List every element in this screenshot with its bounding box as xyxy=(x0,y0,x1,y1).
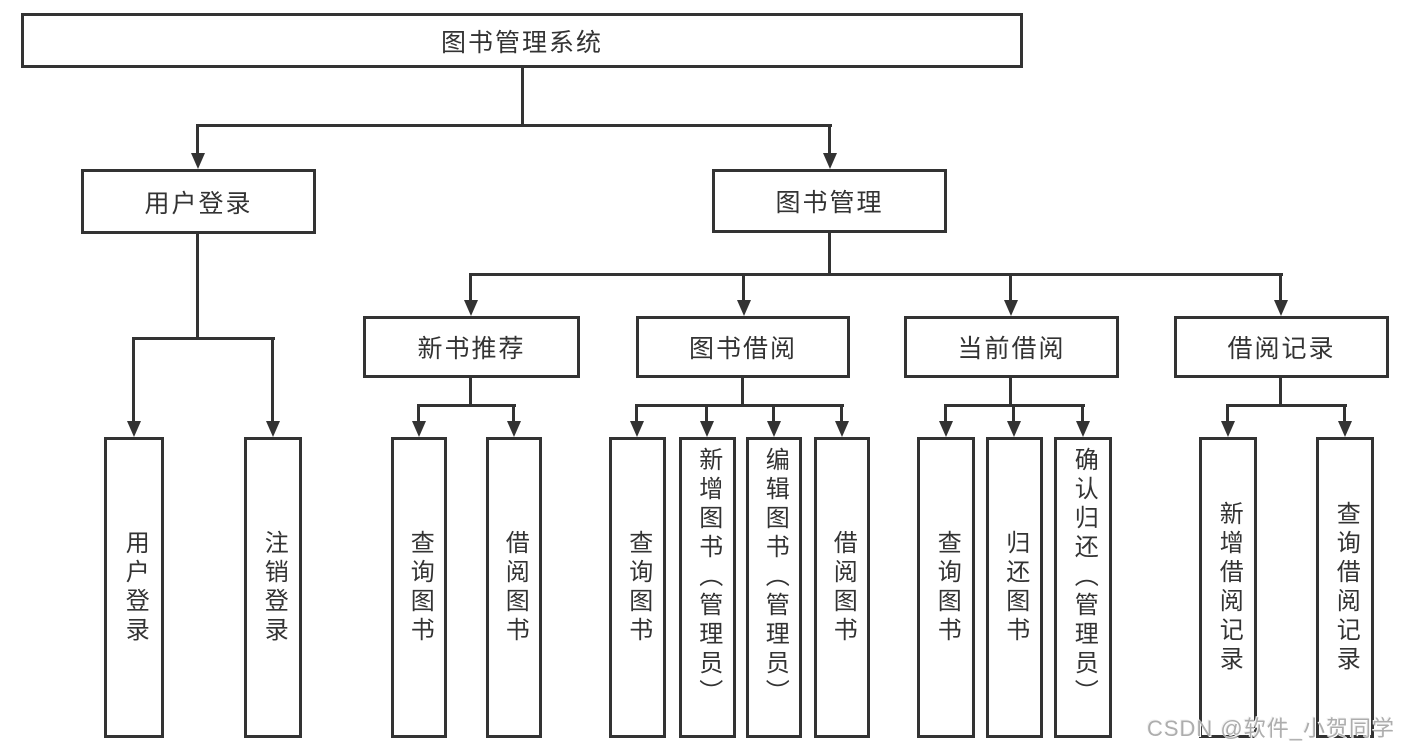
arrowhead-icon xyxy=(1004,300,1018,316)
leaf-query-borrow-record-label: 查询借阅记录 xyxy=(1332,500,1360,675)
node-new-book-recommend: 新书推荐 xyxy=(363,316,580,378)
connector-line xyxy=(196,124,832,127)
node-root: 图书管理系统 xyxy=(21,13,1023,68)
connector-line xyxy=(1343,404,1346,423)
leaf-borrow-books-1-label: 借阅图书 xyxy=(501,529,529,646)
connector-line xyxy=(271,337,274,423)
leaf-query-books-2: 查询图书 xyxy=(609,437,666,738)
arrowhead-icon xyxy=(1221,421,1235,437)
leaf-borrow-books-1: 借阅图书 xyxy=(486,437,542,738)
arrowhead-icon xyxy=(1007,421,1021,437)
leaf-add-books-admin: 新增图书（管理员） xyxy=(679,437,736,738)
arrowhead-icon xyxy=(939,421,953,437)
connector-line xyxy=(1081,404,1084,423)
arrowhead-icon xyxy=(507,421,521,437)
connector-line xyxy=(828,233,831,276)
arrowhead-icon xyxy=(1274,300,1288,316)
leaf-add-books-admin-label: 新增图书（管理员） xyxy=(694,447,722,708)
leaf-borrow-books-2: 借阅图书 xyxy=(814,437,870,738)
connector-line xyxy=(469,378,472,407)
leaf-confirm-return-admin-label: 确认归还（管理员） xyxy=(1070,447,1098,708)
connector-line xyxy=(132,337,135,423)
connector-line xyxy=(469,273,472,304)
node-book-management: 图书管理 xyxy=(712,169,947,233)
connector-line xyxy=(196,124,199,155)
connector-line xyxy=(742,273,745,304)
connector-line xyxy=(1279,378,1282,407)
connector-line xyxy=(944,404,947,423)
node-borrow-records-label: 借阅记录 xyxy=(1227,335,1336,363)
connector-line xyxy=(635,404,638,423)
node-root-label: 图书管理系统 xyxy=(440,28,603,57)
connector-line xyxy=(635,404,844,407)
connector-line xyxy=(840,404,843,423)
leaf-return-books-label: 归还图书 xyxy=(1001,529,1029,646)
arrowhead-icon xyxy=(191,153,205,169)
connector-line xyxy=(1226,404,1347,407)
node-borrow-records: 借阅记录 xyxy=(1174,316,1389,378)
arrowhead-icon xyxy=(266,421,280,437)
connector-line xyxy=(828,124,831,155)
csdn-watermark: CSDN @软件_小贺同学 xyxy=(1146,716,1395,741)
leaf-query-borrow-record: 查询借阅记录 xyxy=(1316,437,1374,738)
connector-line xyxy=(1279,273,1282,304)
node-new-book-recommend-label: 新书推荐 xyxy=(417,335,526,363)
connector-line xyxy=(1226,404,1229,423)
arrowhead-icon xyxy=(767,421,781,437)
leaf-borrow-books-2-label: 借阅图书 xyxy=(829,529,857,646)
connector-line xyxy=(772,404,775,423)
connector-line xyxy=(1009,273,1012,304)
arrowhead-icon xyxy=(700,421,714,437)
leaf-edit-books-admin-label: 编辑图书（管理员） xyxy=(761,447,789,708)
connector-line xyxy=(469,273,1283,276)
leaf-query-books-3-label: 查询图书 xyxy=(933,529,961,646)
arrowhead-icon xyxy=(835,421,849,437)
arrowhead-icon xyxy=(630,421,644,437)
leaf-confirm-return-admin: 确认归还（管理员） xyxy=(1054,437,1112,738)
arrowhead-icon xyxy=(412,421,426,437)
arrowhead-icon xyxy=(1338,421,1352,437)
leaf-add-borrow-record-label: 新增借阅记录 xyxy=(1215,500,1243,675)
connector-line xyxy=(132,337,275,340)
connector-line xyxy=(705,404,708,423)
connector-line xyxy=(512,404,515,423)
connector-line xyxy=(417,404,516,407)
arrowhead-icon xyxy=(464,300,478,316)
connector-line xyxy=(196,234,199,340)
leaf-query-books-1-label: 查询图书 xyxy=(406,529,434,646)
node-current-borrow: 当前借阅 xyxy=(904,316,1119,378)
arrowhead-icon xyxy=(823,153,837,169)
connector-line xyxy=(417,404,420,423)
node-book-borrow-label: 图书借阅 xyxy=(688,335,797,363)
connector-line xyxy=(1009,378,1012,407)
connector-line xyxy=(741,378,744,407)
connector-line xyxy=(521,68,524,126)
node-book-borrow: 图书借阅 xyxy=(636,316,850,378)
arrowhead-icon xyxy=(127,421,141,437)
leaf-query-books-2-label: 查询图书 xyxy=(624,529,652,646)
leaf-user-login: 用户登录 xyxy=(104,437,164,738)
leaf-query-books-1: 查询图书 xyxy=(391,437,447,738)
node-user-login: 用户登录 xyxy=(81,169,316,234)
connector-line xyxy=(1012,404,1015,423)
leaf-query-books-3: 查询图书 xyxy=(917,437,975,738)
leaf-return-books: 归还图书 xyxy=(986,437,1043,738)
leaf-logout-label: 注销登录 xyxy=(260,529,288,646)
arrowhead-icon xyxy=(1076,421,1090,437)
leaf-user-login-label: 用户登录 xyxy=(121,529,149,646)
leaf-edit-books-admin: 编辑图书（管理员） xyxy=(746,437,802,738)
node-user-login-label: 用户登录 xyxy=(144,189,253,218)
node-current-borrow-label: 当前借阅 xyxy=(957,335,1066,363)
node-book-management-label: 图书管理 xyxy=(775,189,884,217)
leaf-add-borrow-record: 新增借阅记录 xyxy=(1199,437,1257,738)
leaf-logout: 注销登录 xyxy=(244,437,302,738)
arrowhead-icon xyxy=(737,300,751,316)
